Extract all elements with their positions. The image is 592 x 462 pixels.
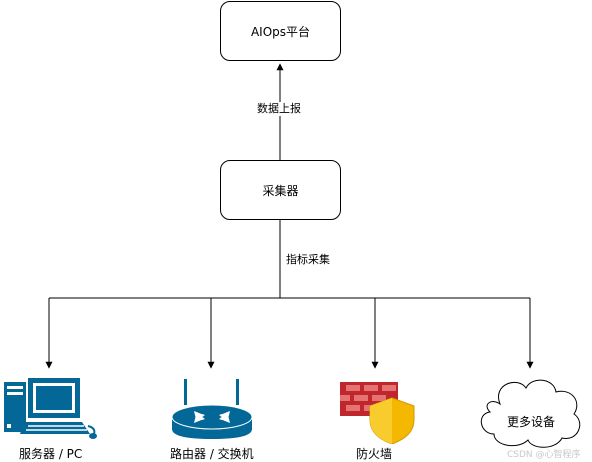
router-switch-label: 路由器 / 交换机 (170, 447, 254, 461)
more-devices-label: 更多设备 (507, 415, 556, 429)
router-switch-icon (171, 379, 253, 439)
edge-label-report: 数据上报 (256, 102, 302, 116)
cloud-icon (480, 379, 581, 448)
platform-node[interactable]: AIOps平台 (220, 1, 341, 61)
collector-label: 采集器 (262, 183, 299, 198)
server-pc-icon (4, 378, 97, 439)
firewall-icon (340, 382, 415, 444)
collector-node[interactable]: 采集器 (220, 160, 341, 220)
watermark: CSDN @心智程序 (507, 450, 581, 460)
server-pc-label: 服务器 / PC (19, 447, 83, 461)
firewall-label: 防火墙 (356, 447, 393, 461)
platform-label: AIOps平台 (250, 24, 311, 39)
edge-label-collect: 指标采集 (285, 253, 331, 267)
